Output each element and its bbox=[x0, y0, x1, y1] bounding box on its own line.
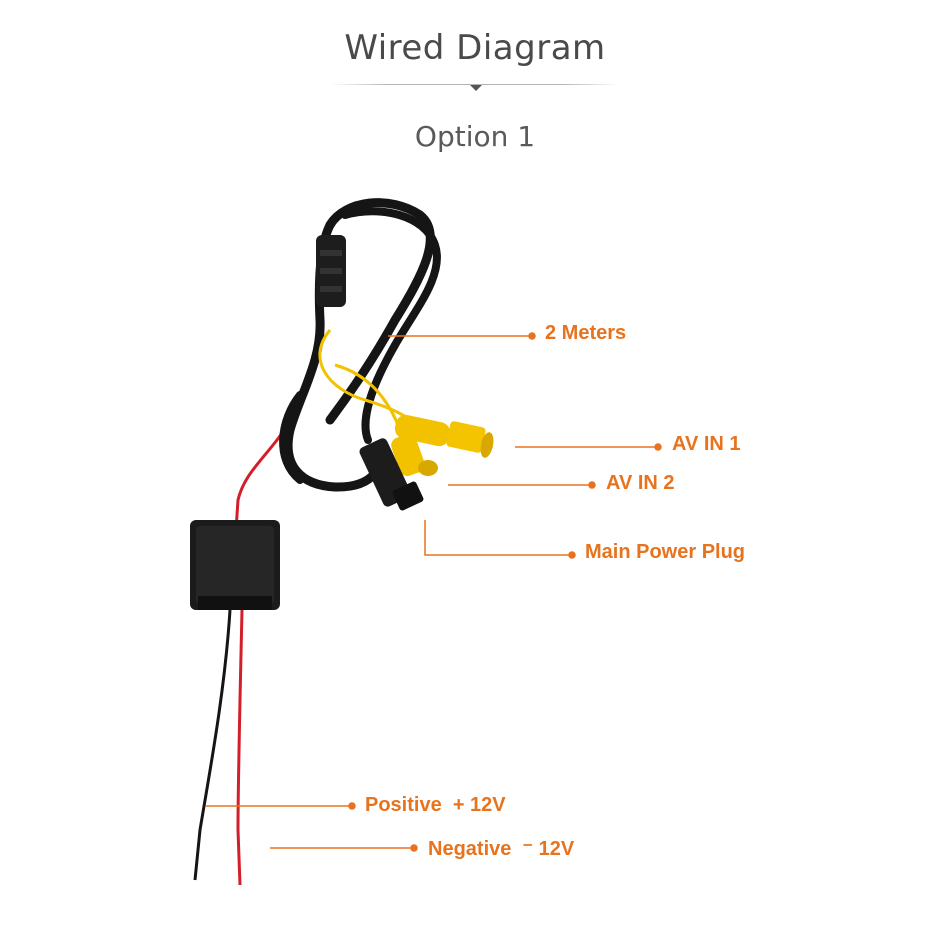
label-positive: Positive + 12V bbox=[365, 794, 506, 816]
main-power-plug bbox=[359, 438, 424, 511]
leader-lines bbox=[206, 332, 662, 852]
label-av-in-2: AV IN 2 bbox=[606, 472, 675, 494]
control-box bbox=[190, 520, 280, 610]
yellow-rca-wire bbox=[318, 329, 411, 422]
page-title: Wired Diagram bbox=[344, 28, 606, 68]
cable-connector bbox=[316, 235, 346, 307]
red-output-wire bbox=[236, 609, 244, 886]
title-divider bbox=[330, 84, 620, 85]
label-negative: Negative ⁻ 12V bbox=[428, 838, 575, 860]
caret-down-icon bbox=[470, 85, 482, 91]
option-subtitle: Option 1 bbox=[414, 120, 536, 153]
label-main-power-plug: Main Power Plug bbox=[585, 541, 746, 563]
rca-plug-av-in-2 bbox=[391, 434, 438, 476]
black-output-wire bbox=[193, 609, 232, 881]
label-2-meters: 2 Meters bbox=[545, 322, 627, 344]
label-av-in-1: AV IN 1 bbox=[672, 433, 741, 455]
